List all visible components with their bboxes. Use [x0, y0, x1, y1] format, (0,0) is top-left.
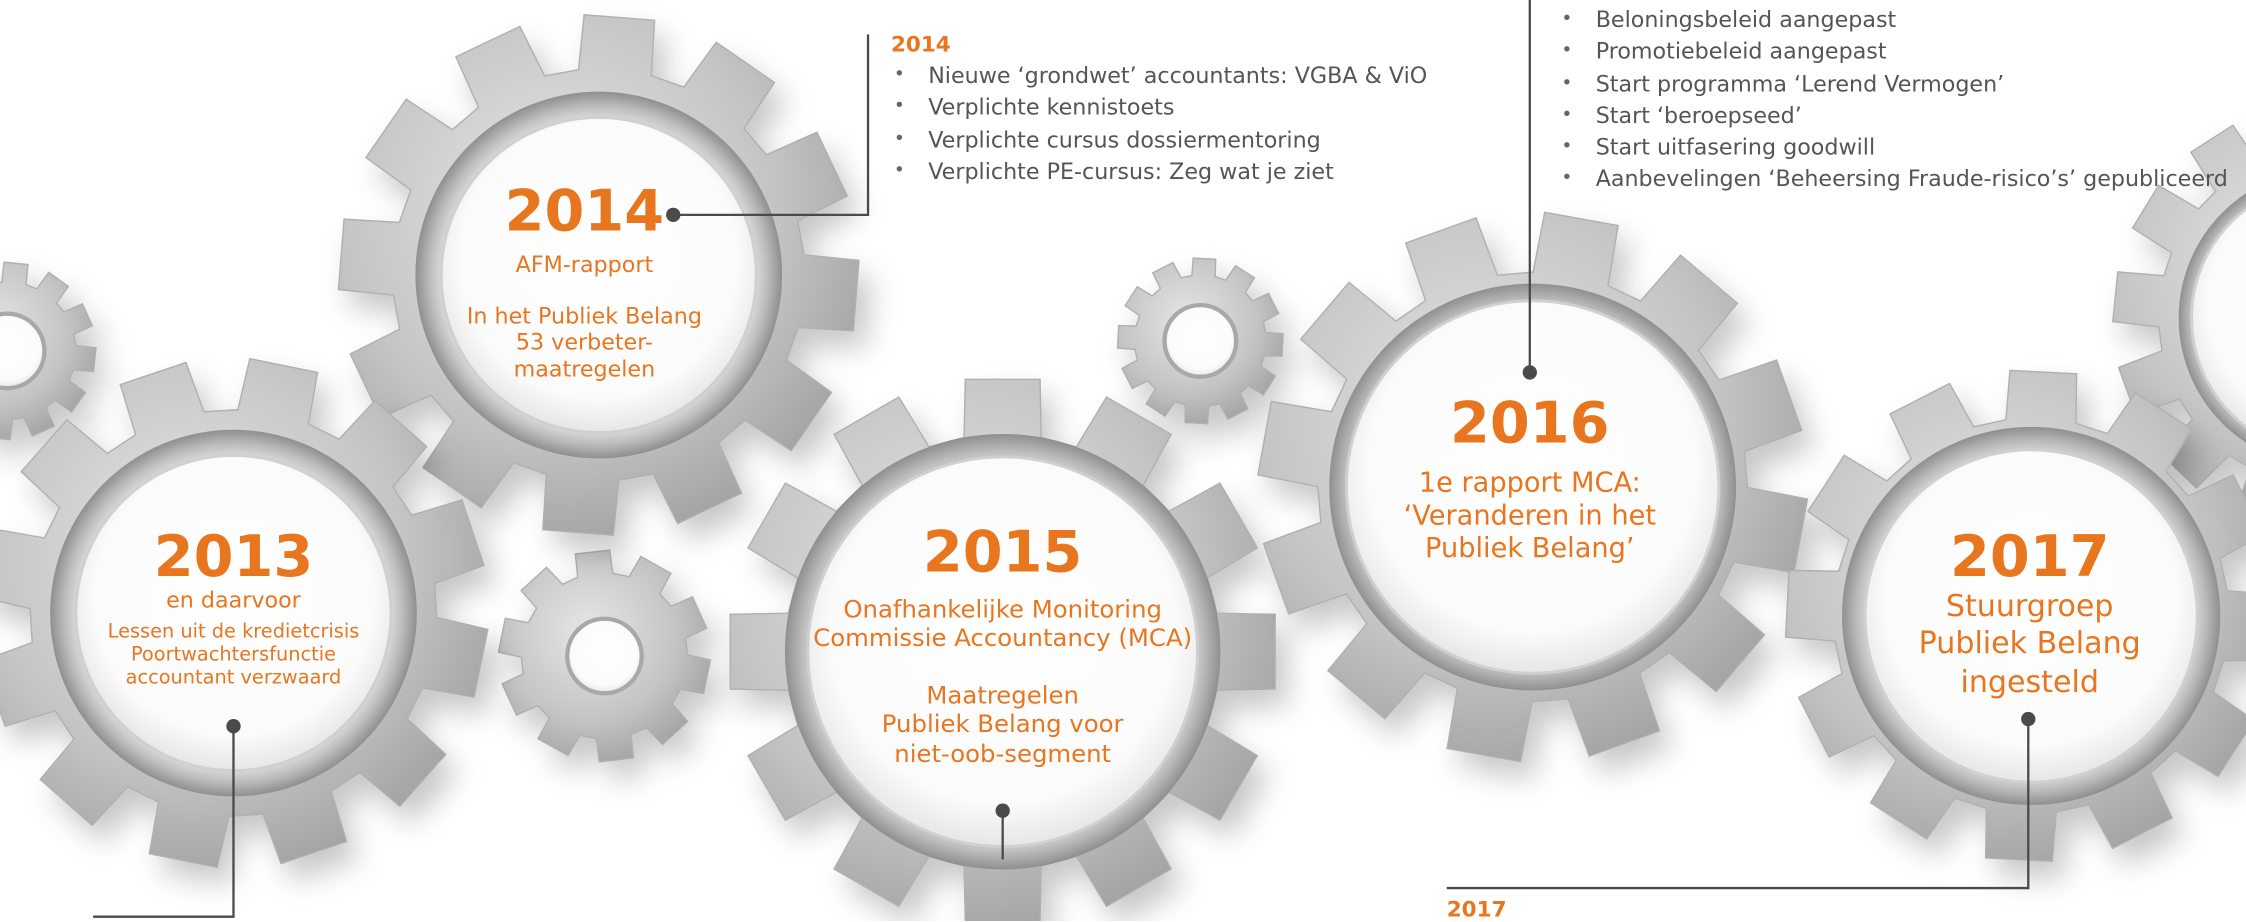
gear-2017-label: 2017 Stuurgroep Publiek Belang ingesteld	[1879, 527, 2180, 700]
gear-2016-label: 2016 1e rapport MCA: ‘Veranderen in het …	[1372, 390, 1687, 565]
note-2014-item: Verplichte kennistoets	[891, 92, 1427, 124]
note-2016-item: Start uitfasering goodwill	[1558, 132, 2227, 164]
gear-2013-year: 2013	[153, 524, 314, 591]
note-2017-year: 2017	[1446, 896, 1507, 922]
gear-2017-line-1: Stuurgroep	[1945, 588, 2114, 624]
gear-2014-year: 2014	[504, 179, 665, 245]
gear-2014-label: 2014 AFM-rapport In het Publiek Belang 5…	[456, 178, 714, 383]
connector-2013	[93, 726, 235, 918]
gear-2017-year: 2017	[1949, 524, 2110, 591]
connector-dot-2014	[666, 207, 681, 223]
gear-2016-line-1: 1e rapport MCA:	[1418, 466, 1641, 499]
gear-2015-line-4: Maatregelen	[926, 681, 1079, 711]
gear-2016	[1257, 211, 1809, 763]
gear-2017-line-3: ingesteld	[1960, 663, 2099, 699]
note-2016-item: Beloningsbeleid aangepast	[1558, 4, 2227, 36]
gear-small-mid	[497, 549, 712, 763]
note-2014-item: Nieuwe ‘grondwet’ accountants: VGBA & Vi…	[891, 60, 1427, 92]
note-2014-item: Verplichte cursus dossiermentoring	[891, 124, 1427, 156]
gear-2014-line-5: maatregelen	[513, 356, 656, 383]
gear-2013-line-2: Poortwachtersfunctie	[130, 642, 336, 666]
gear-2017	[1784, 369, 2246, 863]
gear-2014-line-3: In het Publiek Belang	[466, 303, 702, 329]
note-2016-item: Aanbevelingen ‘Beheersing Fraude-risico’…	[1558, 164, 2228, 196]
gear-2015-line-5: Publiek Belang voor	[881, 710, 1124, 740]
gear-right-edge	[2112, 124, 2246, 517]
connector-dot-2015	[995, 803, 1010, 818]
connector-dot-2017	[2021, 711, 2036, 727]
gear-2015-line-6: niet-oob-segment	[894, 739, 1112, 769]
gear-2014	[337, 13, 860, 537]
gear-2015-line-2: Commissie Accountancy (MCA)	[813, 625, 1193, 654]
gear-2016-line-2: ‘Veranderen in het	[1403, 499, 1657, 532]
note-2014-year: 2014	[890, 31, 951, 58]
note-2014-item: Verplichte PE-cursus: Zeg wat je ziet	[891, 156, 1427, 188]
gear-2016-line-3: Publiek Belang’	[1425, 532, 1635, 564]
gear-2016-year: 2016	[1450, 391, 1610, 457]
note-2016-list: Beloningsbeleid aangepast Promotiebeleid…	[1558, 4, 2228, 196]
gear-2013-line-1: Lessen uit de kredietcrisis	[107, 619, 360, 643]
gear-2015-label: 2015 Onafhankelijke Monitoring Commissie…	[795, 519, 1210, 770]
connector-2014	[673, 34, 870, 216]
gear-2015-line-1: Onafhankelijke Monitoring	[843, 595, 1162, 625]
gear-2015	[729, 378, 1276, 921]
note-2016-item: Promotiebeleid aangepast	[1558, 36, 2227, 68]
connector-2017	[1446, 719, 2030, 890]
gear-small-left	[0, 261, 97, 441]
gear-2014-line-4: 53 verbeter-	[515, 329, 653, 356]
note-2014-list: Nieuwe ‘grondwet’ accountants: VGBA & Vi…	[891, 60, 1427, 188]
gear-2014-line-1: AFM-rapport	[515, 252, 654, 278]
gear-2013-sub: en daarvoor	[166, 587, 301, 614]
connector-dot-2013	[226, 719, 241, 734]
gear-small-top	[1116, 257, 1284, 425]
note-2016-item: Start ‘beroepseed’	[1558, 100, 2227, 132]
gear-2013	[0, 357, 489, 869]
gear-2013-label: 2013 en daarvoor Lessen uit de kredietcr…	[83, 527, 384, 689]
gear-2017-line-2: Publiek Belang	[1918, 626, 2141, 661]
gear-2015-year: 2015	[922, 519, 1083, 586]
connector-dot-2016	[1522, 365, 1537, 380]
gear-2013-line-3: accountant verzwaard	[125, 666, 342, 689]
note-2016-item: Start programma ‘Lerend Vermogen’	[1558, 68, 2227, 100]
